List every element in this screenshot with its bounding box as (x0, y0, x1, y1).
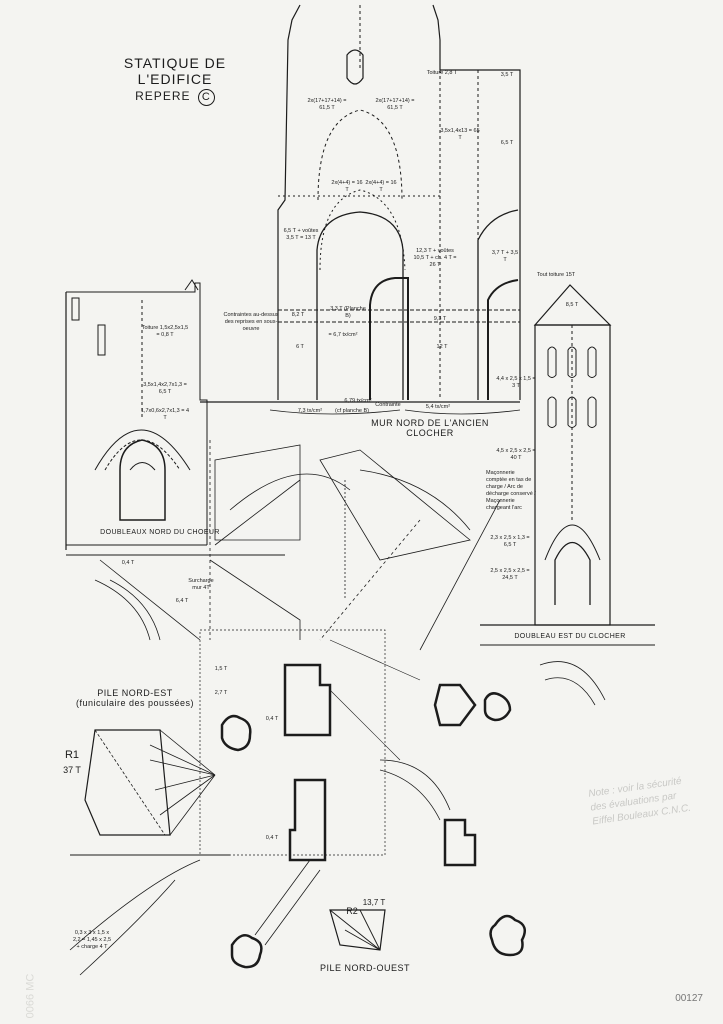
pile-r1: R1 (64, 749, 80, 761)
load-contraintes2: Contrainte (375, 402, 401, 408)
drawing-title: STATIQUE DE L'EDIFICE REPERE C (90, 55, 260, 106)
load-right-arch: 12,3 T + voûtes 10,5 T + ch. 4 T = 26 T (413, 248, 457, 268)
load-toiture: Toiture 2,8 T (426, 70, 458, 76)
load-73: 7,3 tx/cm² (297, 408, 323, 414)
pile-r2: R2 (346, 906, 358, 916)
load-pile-mid: 1,5 T (214, 666, 228, 672)
title-repere: REPERE C (90, 89, 260, 106)
clocher (480, 284, 655, 646)
load-54: 5,4 tx/cm² (425, 404, 451, 410)
thrust-constructions (94, 440, 501, 651)
caption-pile-ne-1: PILE NORD-EST (97, 688, 173, 698)
ghost-mark: 0066 MC (24, 973, 37, 1019)
caption-mur-nord-2: CLOCHER (406, 428, 454, 438)
load-cl-low2: 2,5 x 2,5 x 2,5 = 24,5 T (490, 568, 530, 581)
load-contraintes: Contraintes au-dessus des reprises en so… (223, 312, 279, 332)
load-surcharge: Surcharge mur 4T (188, 578, 214, 591)
load-679: 6,79 tx/cm² (344, 398, 372, 404)
choir-section (65, 279, 285, 556)
repere-label: REPERE (135, 89, 191, 103)
load-35: 3,5 T (500, 72, 514, 78)
load-8: 8,5 T (565, 302, 579, 308)
load-toiture-l: Toiture 1,5x2,5x1,5 = 0,8 T (141, 325, 189, 338)
load-33: 3,3 T (Planche B) (330, 306, 366, 319)
tower-wall (200, 4, 521, 415)
load-12: 12 T (436, 344, 448, 350)
load-cl-mid2: 2,3 x 2,5 x 1,3 = 6,5 T (490, 535, 530, 548)
load-plaque: (cf planche B) (335, 408, 369, 414)
title-line: STATIQUE DE L'EDIFICE (123, 55, 227, 87)
load-pile-low: 0,4 T (265, 835, 279, 841)
pile-r1-val: 37 T (63, 765, 81, 775)
load-f1: 2x(17+17+14) = 61,5 T (307, 98, 347, 111)
load-pile-mid3: 0,4 T (265, 716, 279, 722)
load-tout-toiture: Tout toiture 15T (536, 272, 576, 278)
archive-stamp: 00127 (675, 993, 703, 1004)
pile-plans (199, 629, 606, 969)
load-6r: 6,4 T (175, 598, 189, 604)
caption-doubleaux: DOUBLEAUX NORD DU CHOEUR (100, 529, 220, 536)
load-pile-bottom: 0,3 x 3 x 1,5 x 2,2 = 1,45 x 2,5 + charg… (72, 930, 112, 950)
load-mac-notes: Maçonnerie comptée en tas de charge / Ar… (486, 470, 536, 511)
load-6: 6 T (296, 344, 304, 350)
load-far-right: 3,7 T + 3,5 T (491, 250, 519, 263)
load-tl-mid: 3,5x1,4x2,7x1,3 = 6,5 T (143, 382, 187, 395)
load-f3: 3,5x1,4x13 = 65 T (440, 128, 480, 141)
repere-marker: C (197, 89, 215, 106)
caption-pile-no: PILE NORD-OUEST (319, 963, 410, 973)
load-67: = 6,7 tx/cm² (328, 332, 358, 338)
load-f5: 2x(4+4) = 16 T (365, 180, 397, 193)
caption-pile-ne-2: (funiculaire des poussées) (75, 698, 195, 708)
caption-mur-nord: MUR NORD DE L'ANCIEN CLOCHER (370, 418, 490, 438)
load-clocher-low: 4,5 x 2,5 x 2,5 = 40 T (496, 448, 536, 461)
caption-doubleau-est: DOUBLEAU EST DU CLOCHER (514, 633, 626, 640)
load-nord-small: 0,4 T (121, 560, 135, 566)
caption-mur-nord-1: MUR NORD DE L'ANCIEN (371, 418, 489, 428)
pile-no-polygon (329, 909, 386, 951)
caption-pile-ne: PILE NORD-EST (funiculaire des poussées) (60, 688, 210, 708)
load-93: 9,3 T (433, 316, 447, 322)
load-left-arch: 6,5 T + voûtes 3,5 T = 13 T (283, 228, 319, 241)
load-137: 13,7 T (362, 898, 386, 907)
load-tl-low: 1,7x0,6x2,7x1,3 = 4 T (140, 408, 190, 421)
load-82: 8,2 T (291, 312, 305, 318)
load-pile-mid2: 2,7 T (214, 690, 228, 696)
load-f4: 2x(4+4) = 16 T (331, 180, 363, 193)
load-clocher-mid: 4,4 x 2,5 x 1,5 = 3 T (496, 376, 536, 389)
load-f2: 2x(17+17+14) = 61,5 T (375, 98, 415, 111)
funicular-polygon (69, 729, 230, 976)
load-65: 6,5 T (500, 140, 514, 146)
